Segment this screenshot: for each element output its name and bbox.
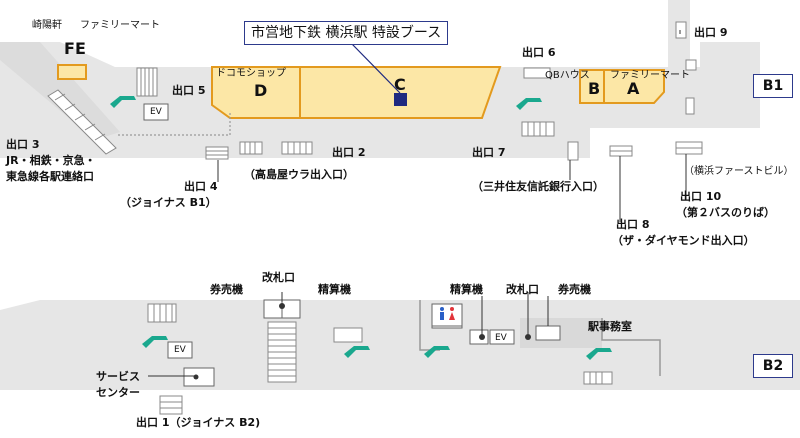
- restroom-icon: [431, 303, 463, 327]
- service-center-label-1: サービス: [96, 370, 140, 383]
- booth-marker-icon: [394, 93, 407, 106]
- fare-left-label: 精算機: [318, 283, 351, 296]
- b1-ev-label: EV: [150, 107, 162, 117]
- shop-a-letter: A: [627, 79, 640, 98]
- exit2-label: 出口 2: [332, 146, 366, 159]
- exit9-label: 出口 9: [694, 26, 728, 39]
- b2-ev-right-label: EV: [495, 333, 507, 343]
- escalator-icon: [110, 96, 542, 110]
- elevator-icon: [143, 103, 169, 121]
- fare-right-label: 精算機: [450, 283, 483, 296]
- shop-a: [603, 69, 665, 104]
- shop-shiumai-label: 崎陽軒: [32, 20, 62, 31]
- shop-e-letter: E: [75, 39, 86, 58]
- exit10-bus-label: （第２バスのりば）: [676, 206, 775, 219]
- exit4-label: 出口 4: [184, 180, 218, 193]
- booth-callout: 市営地下鉄 横浜駅 特設ブース: [244, 21, 449, 45]
- shop-b: [579, 69, 605, 104]
- shop-famima-fe-label: ファミリーマート: [80, 20, 160, 31]
- gate-left-label: 改札口: [262, 271, 295, 284]
- shop-c-letter: C: [394, 75, 406, 94]
- exit8-diamond-label: （ザ・ダイヤモンド出入口）: [612, 234, 755, 247]
- b2-ev-left-label: EV: [174, 345, 186, 355]
- shop-docomo-label: ドコモショップ: [216, 68, 286, 79]
- exit6-label: 出口 6: [522, 46, 556, 59]
- exit8-label: 出口 8: [616, 218, 650, 231]
- takashimaya-label: （高島屋ウラ出入口）: [244, 168, 354, 181]
- shop-f-letter: F: [64, 39, 75, 58]
- mitsui-label: （三井住友信託銀行入口）: [472, 180, 604, 193]
- exit4-joinus-label: （ジョイナス B1）: [120, 196, 217, 209]
- exit1-label: 出口 1（ジョイナス B2): [136, 416, 261, 429]
- exit3-jr-label: JR・相鉄・京急・: [6, 154, 96, 167]
- service-center-label-2: センター: [96, 386, 140, 399]
- exit5-label: 出口 5: [172, 84, 206, 97]
- ticket-right-label: 券売機: [558, 283, 591, 296]
- shop-famima-a-label: ファミリーマート: [610, 70, 690, 81]
- exit3-tokyu-label: 東急線各駅連絡口: [6, 170, 94, 183]
- gate-right-label: 改札口: [506, 283, 539, 296]
- ticket-left-label: 券売機: [210, 283, 243, 296]
- exit10-label: 出口 10: [680, 190, 722, 203]
- firstbuilding-label: （横浜ファーストビル）: [684, 166, 794, 177]
- exit3-label: 出口 3: [6, 138, 40, 151]
- shop-d-letter: D: [254, 81, 268, 100]
- shop-qb-label: QBハウス: [545, 70, 590, 81]
- level-b2-badge: B2: [753, 354, 793, 378]
- exit7-label: 出口 7: [472, 146, 506, 159]
- station-office-label: 駅事務室: [588, 320, 632, 333]
- shop-d: [211, 66, 301, 119]
- shop-fe: [57, 64, 87, 80]
- shop-b-letter: B: [588, 79, 601, 98]
- level-b1-badge: B1: [753, 74, 793, 98]
